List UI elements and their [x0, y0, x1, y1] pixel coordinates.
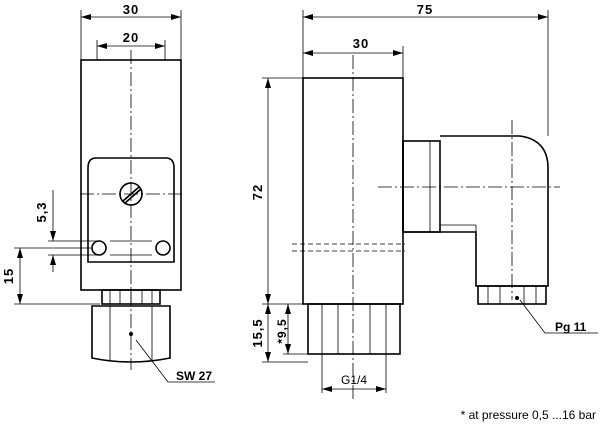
front-5-3-dimension: 5,3 [34, 201, 49, 222]
pressure-footnote: * at pressure 0,5 ...16 bar [461, 408, 596, 422]
left-hole-icon [91, 240, 107, 256]
front-view: 30 20 5,3 15 SW 27 [1, 2, 215, 383]
right-hole-icon [155, 240, 171, 256]
side-9-5-dimension: *9,5 [275, 318, 289, 343]
front-inner-width-dimension: 20 [123, 30, 139, 45]
front-15-dimension: 15 [1, 268, 16, 284]
side-body-width-dimension: 30 [353, 36, 369, 51]
front-width-dimension: 30 [123, 2, 139, 17]
side-height-dimension: 72 [250, 184, 265, 200]
elbow-body [440, 135, 549, 287]
wrench-size-label: SW 27 [176, 369, 212, 383]
front-hex-nut [91, 305, 171, 363]
side-total-width-dimension: 75 [417, 2, 433, 17]
elbow-flange-left [402, 141, 440, 233]
side-15-5-dimension: 15,5 [250, 318, 265, 347]
side-view: 75 30 72 15,5 *9,5 G1/4 Pg 11 [250, 2, 598, 400]
side-hex-nut [307, 303, 401, 355]
thread-label: G1/4 [341, 373, 367, 387]
cable-gland-label: Pg 11 [555, 320, 587, 334]
front-connector-frame [87, 157, 175, 263]
